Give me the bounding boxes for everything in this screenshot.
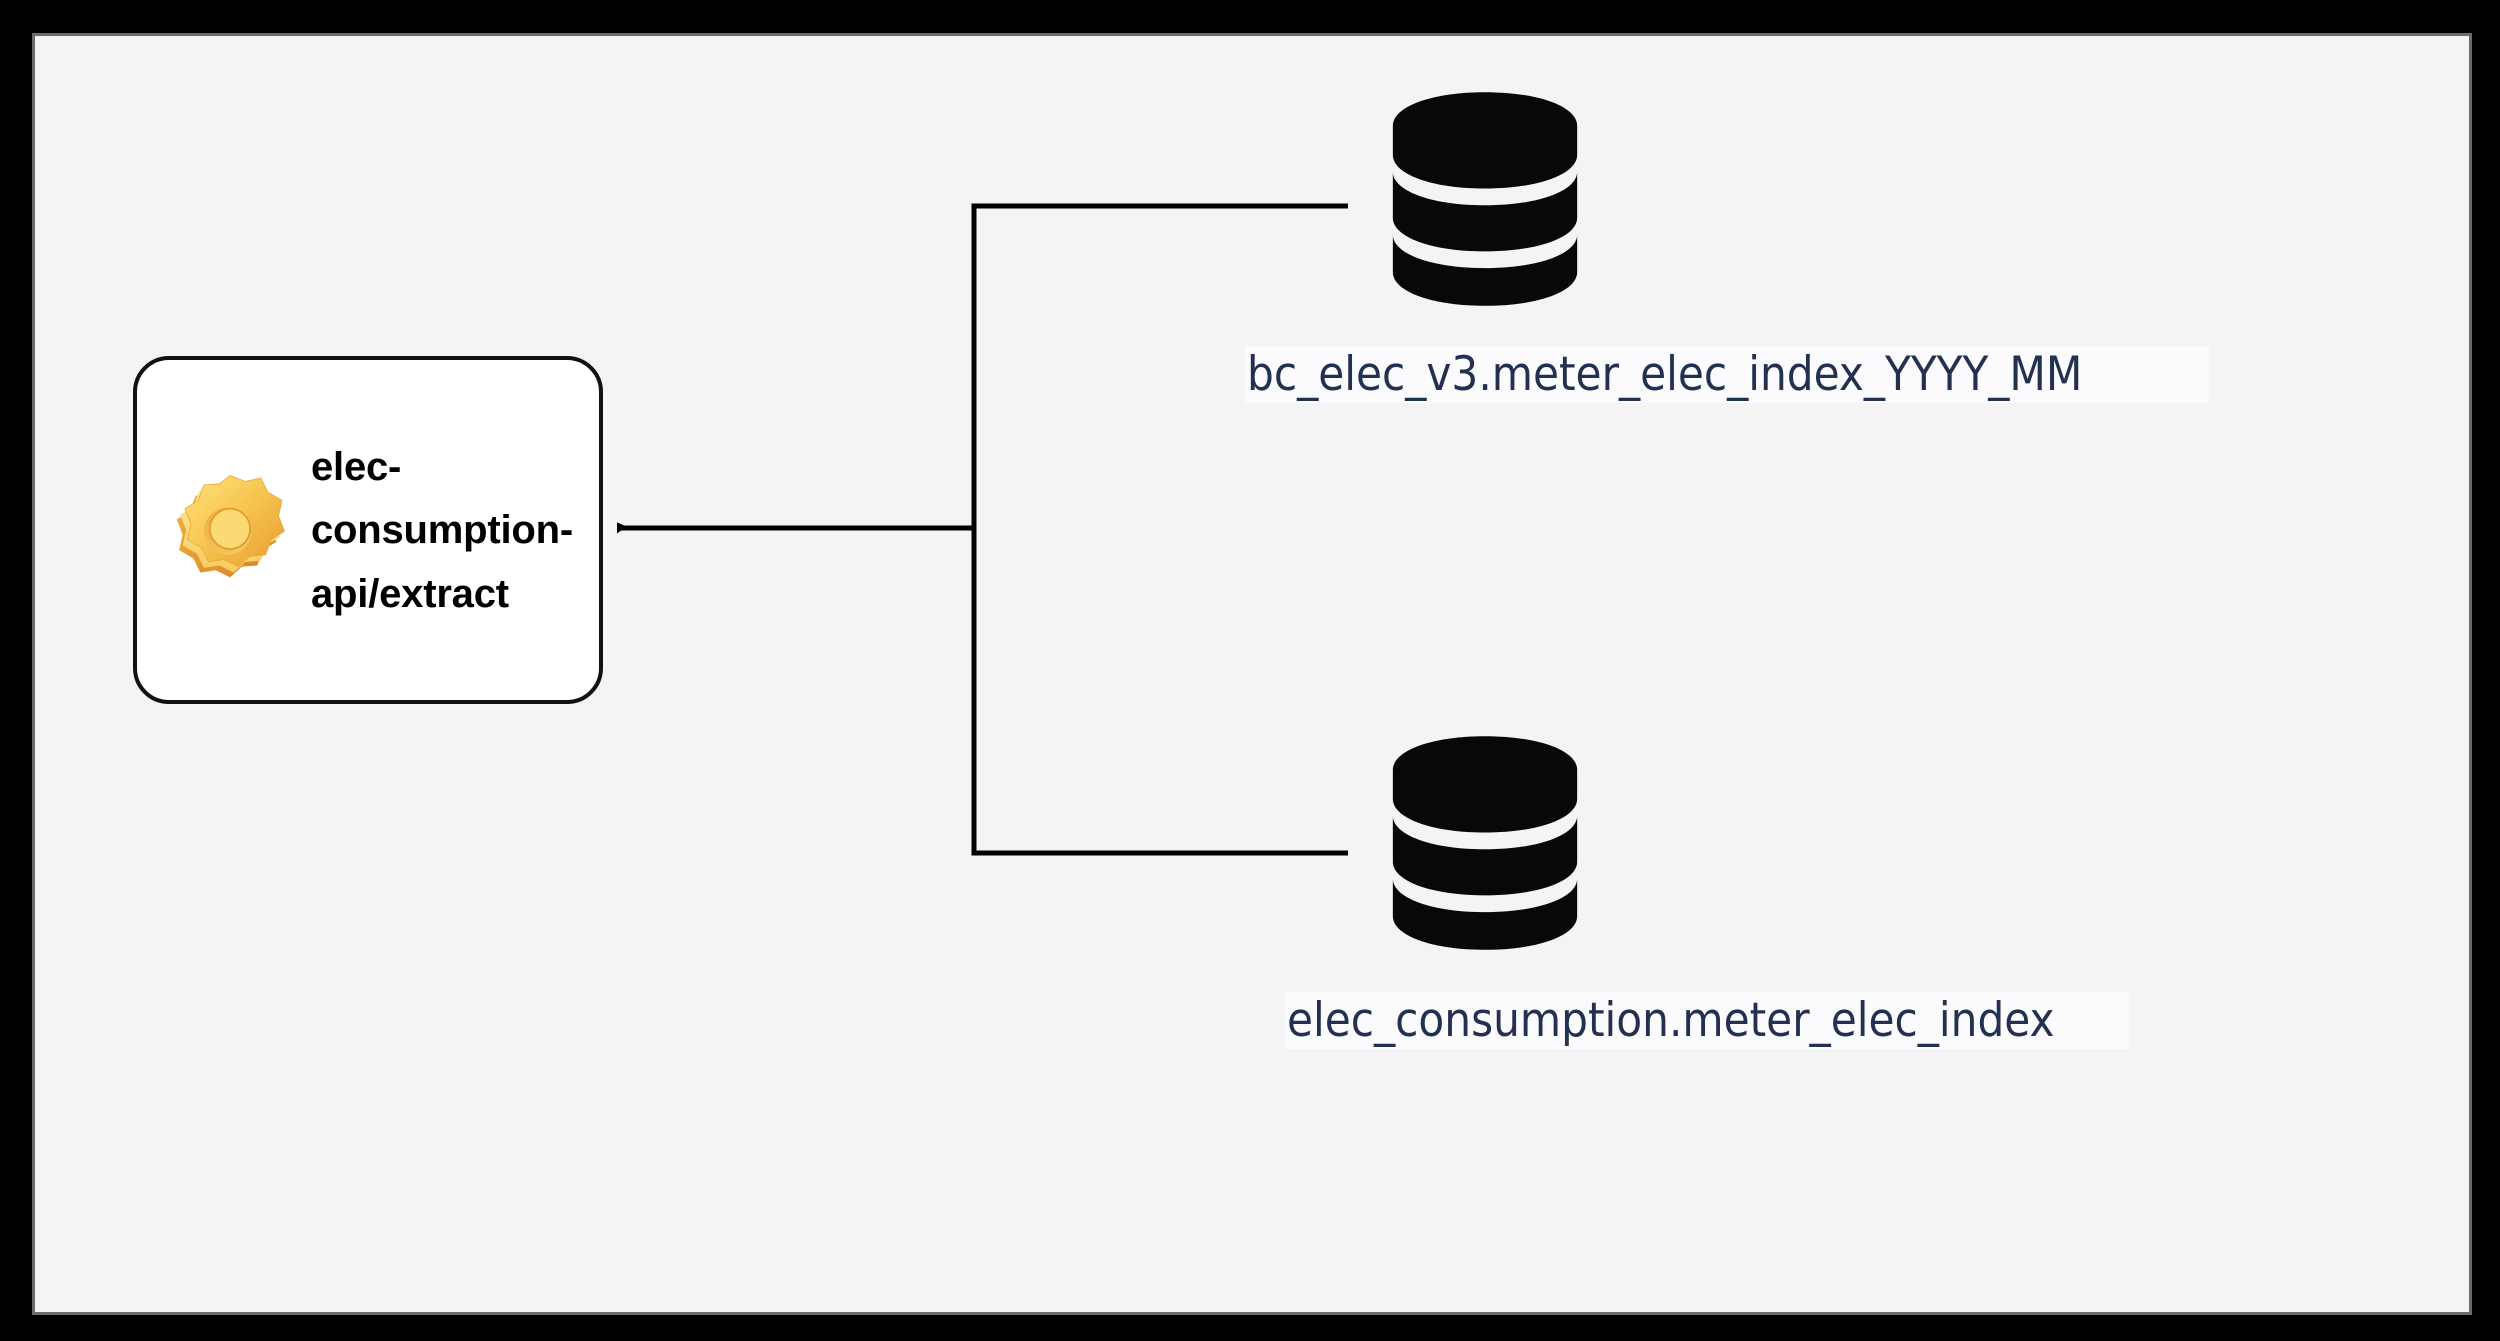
gear-icon	[159, 456, 301, 604]
process-node-label: elec- consumption- api/extract	[311, 445, 574, 616]
database-icon	[1380, 732, 1590, 954]
process-node-elec-consumption-api-extract[interactable]: elec- consumption- api/extract	[133, 356, 603, 704]
database-icon	[1380, 88, 1590, 310]
datastore-label-elec-consumption: elec_consumption.meter_elec_index	[1285, 992, 2129, 1050]
datastore-node-bc-elec-v3[interactable]: bc_elec_v3.meter_elec_index_YYYY_MM	[1245, 88, 2209, 404]
diagram-canvas[interactable]: elec- consumption- api/extract bc_elec_v…	[32, 33, 2472, 1315]
datastore-label-bc-elec-v3: bc_elec_v3.meter_elec_index_YYYY_MM	[1245, 346, 2209, 404]
datastore-node-elec-consumption[interactable]: elec_consumption.meter_elec_index	[1275, 732, 2129, 1050]
